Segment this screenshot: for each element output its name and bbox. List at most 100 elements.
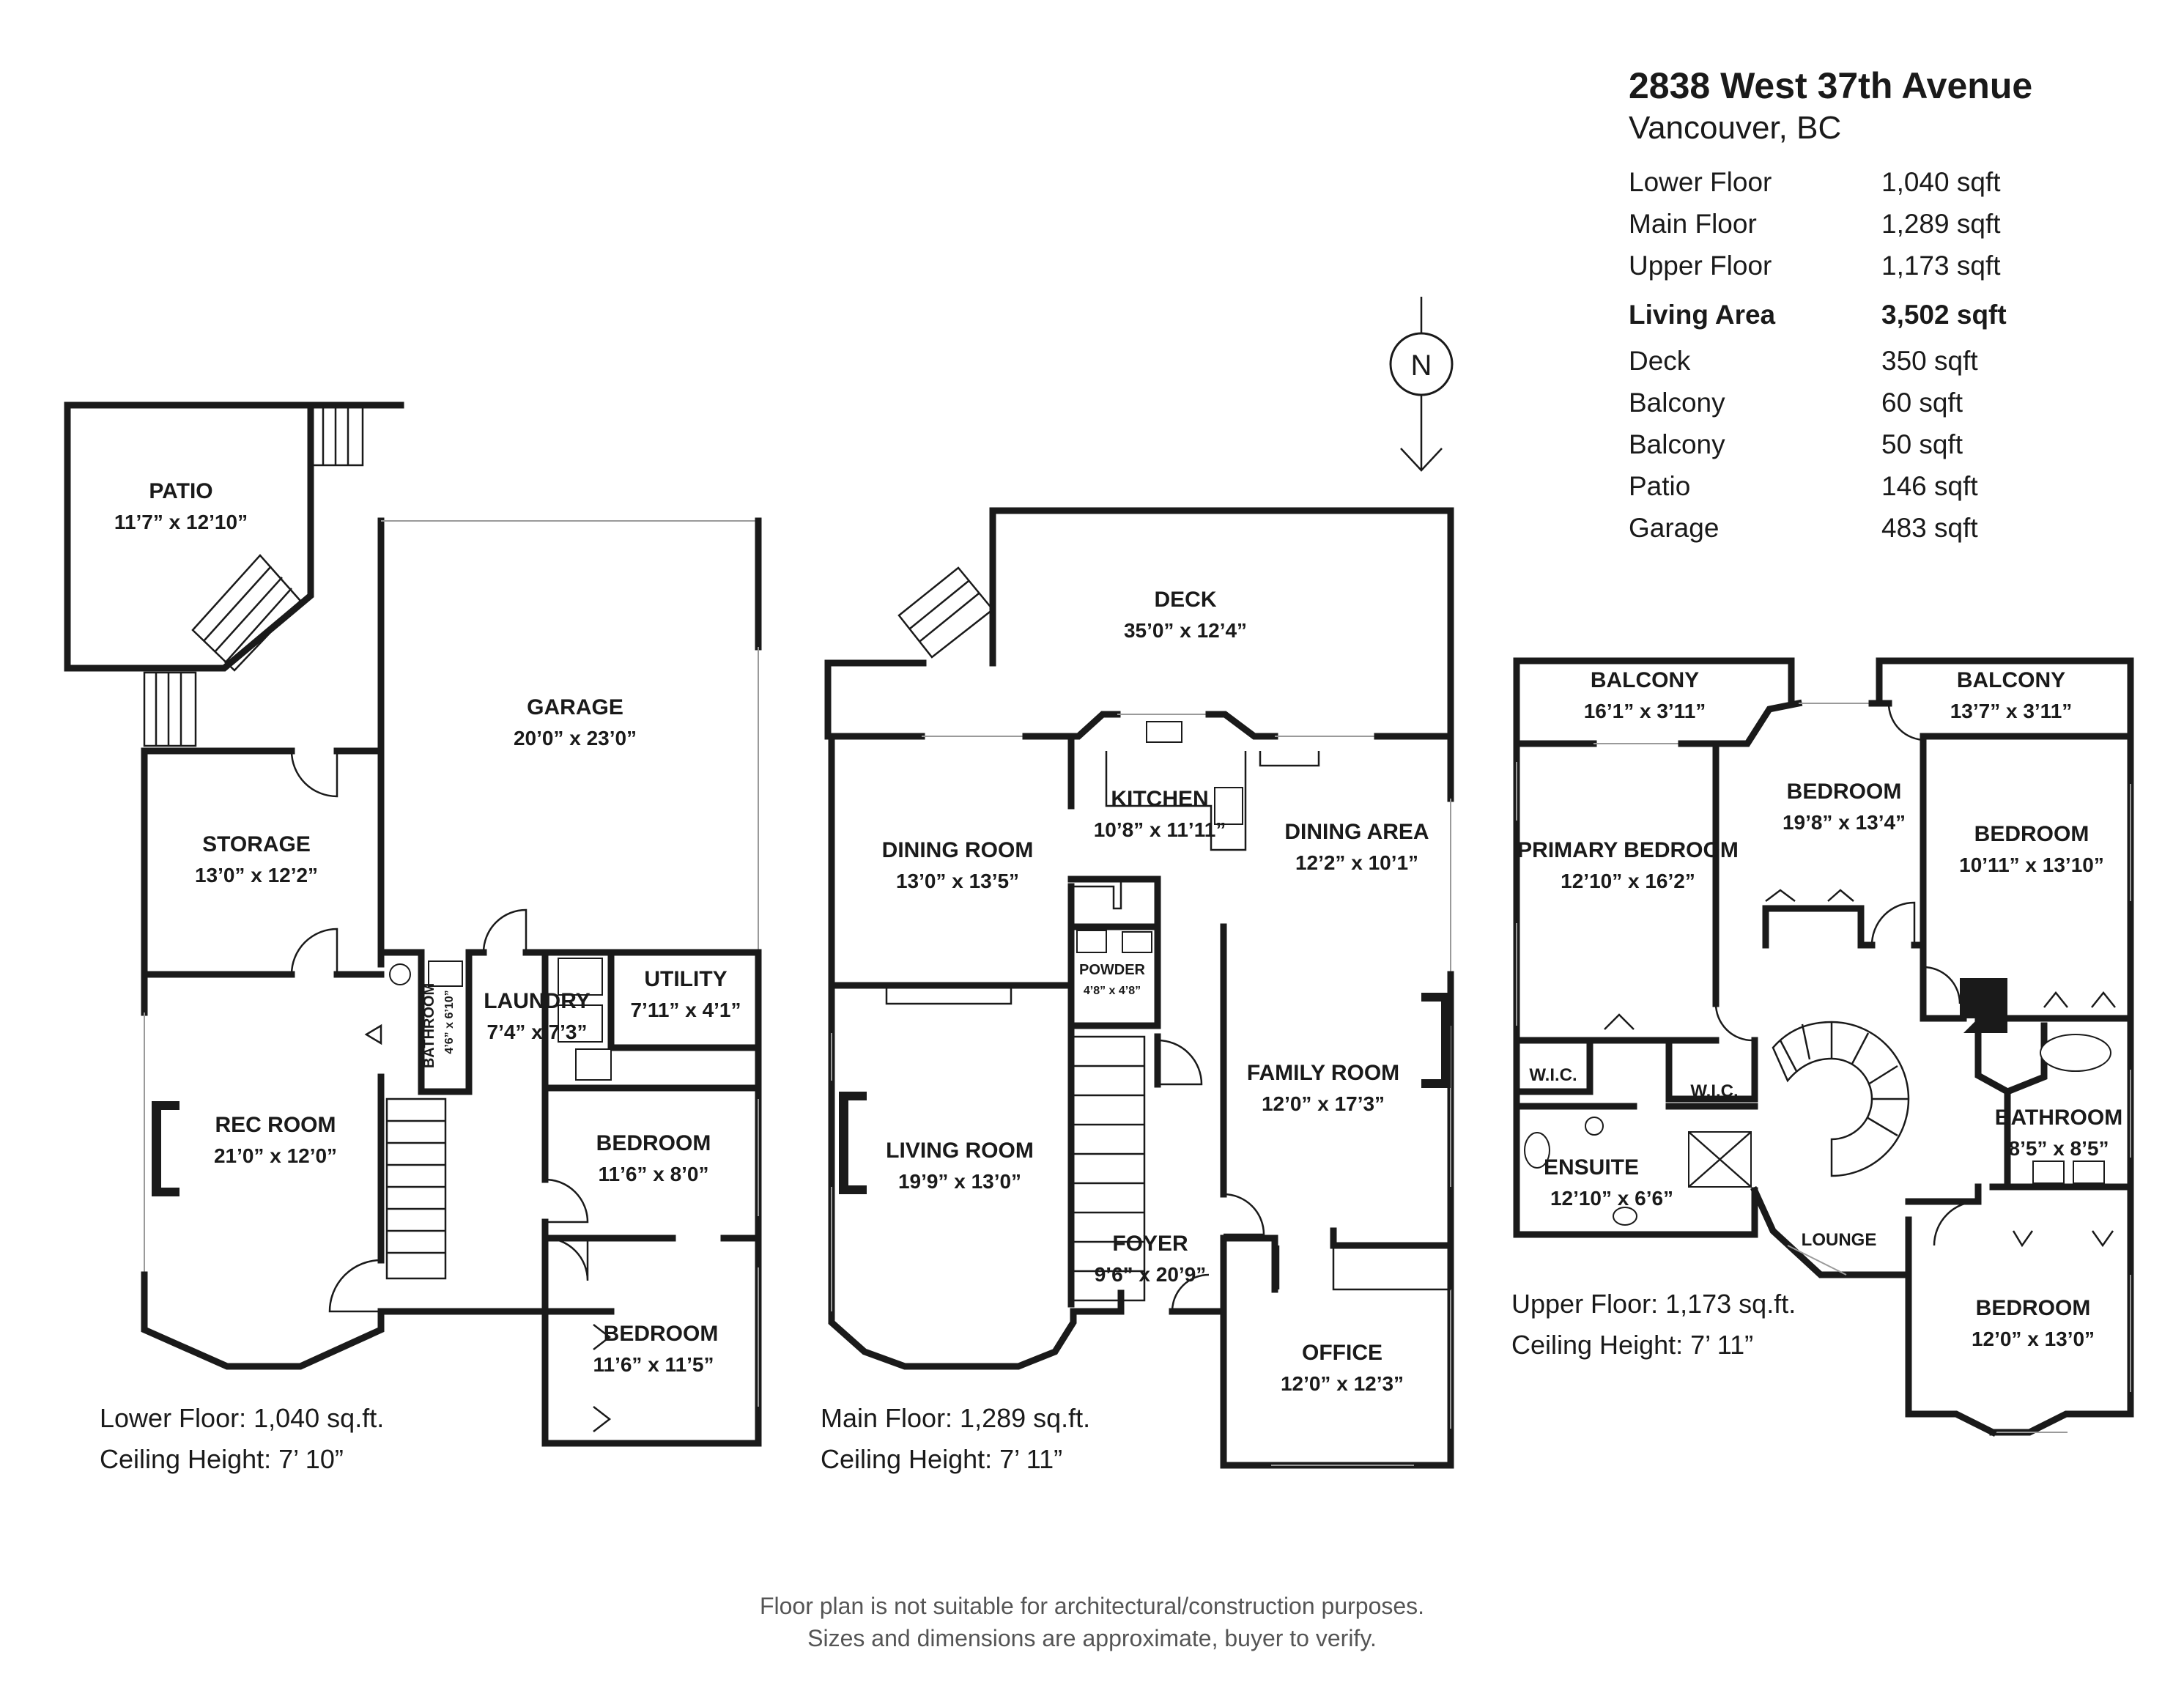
area-row: Balcony 60 sqft xyxy=(1629,382,2007,423)
room-label: DECK xyxy=(1154,588,1216,612)
main-floor-caption: Main Floor: 1,289 sq.ft. Ceiling Height:… xyxy=(821,1398,1090,1480)
room-dimension: 13’0” x 13’5” xyxy=(896,870,1019,892)
area-label: Balcony xyxy=(1629,388,1725,418)
ceiling-height-text: Ceiling Height: 7’ 10” xyxy=(100,1444,344,1474)
room-label: LOUNGE xyxy=(1802,1230,1877,1250)
room-label: ENSUITE xyxy=(1544,1155,1639,1180)
area-value: 483 sqft xyxy=(1881,513,1978,543)
upper-floor-plan xyxy=(1513,657,2134,1437)
area-label: Main Floor xyxy=(1629,209,1757,239)
room-dimension: 20’0” x 23’0” xyxy=(514,727,637,749)
disclaimer-line: Sizes and dimensions are approximate, bu… xyxy=(807,1625,1377,1651)
area-row: Lower Floor 1,040 sqft xyxy=(1629,161,2007,203)
room-dimension: 21’0” x 12’0” xyxy=(214,1144,337,1167)
room-label: KITCHEN xyxy=(1111,787,1208,811)
room-label: FAMILY ROOM xyxy=(1247,1061,1399,1085)
upper-floor-labels: BALCONY 16’1” x 3’11” BALCONY 13’7” x 3’… xyxy=(1517,668,2122,1350)
disclaimer-line: Floor plan is not suitable for architect… xyxy=(759,1593,1425,1619)
main-floor-plan xyxy=(824,507,1454,1469)
room-dimension: 16’1” x 3’11” xyxy=(1584,700,1706,722)
room-label: W.I.C. xyxy=(1690,1081,1738,1101)
room-label: DINING ROOM xyxy=(882,838,1034,862)
room-dimension: 10’11” x 13’10” xyxy=(1959,854,2104,876)
room-label: BEDROOM xyxy=(1976,1296,2091,1320)
room-dimension: 12’2” x 10’1” xyxy=(1295,851,1418,874)
room-dimension: 9’6” x 20’9” xyxy=(1095,1263,1207,1286)
area-row: Upper Floor 1,173 sqft xyxy=(1629,245,2007,286)
room-label: POWDER xyxy=(1079,962,1146,978)
lower-floor-labels: PATIO 11’7” x 12’10” GARAGE 20’0” x 23’0… xyxy=(114,479,741,1376)
room-label: BALCONY xyxy=(1591,668,1699,692)
room-dimension: 10’8” x 11’11” xyxy=(1094,818,1226,841)
lower-floor-caption: Lower Floor: 1,040 sq.ft. Ceiling Height… xyxy=(100,1398,384,1480)
upper-floor-caption: Upper Floor: 1,173 sq.ft. Ceiling Height… xyxy=(1511,1284,1796,1366)
room-label: STORAGE xyxy=(202,832,311,856)
room-dimension: 12’0” x 12’3” xyxy=(1281,1372,1404,1395)
room-dimension: 19’9” x 13’0” xyxy=(898,1170,1021,1193)
room-label: BEDROOM xyxy=(604,1322,719,1346)
area-summary-table: Lower Floor 1,040 sqft Main Floor 1,289 … xyxy=(1629,161,2007,549)
room-dimension: 7’11” x 4’1” xyxy=(630,999,741,1021)
area-label: Deck xyxy=(1629,346,1691,376)
room-dimension: 12’10” x 6’6” xyxy=(1550,1187,1673,1210)
room-label: LIVING ROOM xyxy=(886,1139,1034,1163)
area-row: Patio 146 sqft xyxy=(1629,465,2007,507)
area-value: 1,040 sqft xyxy=(1881,167,2001,197)
living-area-row: Living Area 3,502 sqft xyxy=(1629,294,2007,336)
main-floor-labels: DECK 35’0” x 12’4” KITCHEN 10’8” x 11’11… xyxy=(882,588,1429,1395)
room-label: BATHROOM xyxy=(1995,1106,2122,1130)
room-dimension: 13’7” x 3’11” xyxy=(1950,700,2073,722)
room-dimension: 19’8” x 13’4” xyxy=(1783,811,1906,834)
room-label: LAUNDRY xyxy=(484,989,591,1013)
area-row: Deck 350 sqft xyxy=(1629,340,2007,382)
ceiling-height-text: Ceiling Height: 7’ 11” xyxy=(1511,1330,1754,1360)
room-dimension: 4’8” x 4’8” xyxy=(1084,985,1141,997)
area-label: Lower Floor xyxy=(1629,167,1772,197)
area-value: 1,173 sqft xyxy=(1881,251,2001,281)
room-label: BEDROOM xyxy=(596,1131,711,1155)
floor-area-text: Lower Floor: 1,040 sq.ft. xyxy=(100,1403,385,1433)
room-dimension: 11’6” x 11’5” xyxy=(593,1353,714,1376)
room-label: BEDROOM xyxy=(1787,780,1902,804)
area-value: 60 sqft xyxy=(1881,388,1963,418)
ceiling-height-text: Ceiling Height: 7’ 11” xyxy=(821,1444,1063,1474)
room-dimension: 12’0” x 17’3” xyxy=(1262,1092,1385,1115)
room-label: GARAGE xyxy=(527,695,623,719)
area-label: Patio xyxy=(1629,471,1691,501)
area-label: Living Area xyxy=(1629,300,1776,330)
area-label: Upper Floor xyxy=(1629,251,1772,281)
room-dimension: 12’10” x 16’2” xyxy=(1561,870,1695,892)
room-label: DINING AREA xyxy=(1284,820,1429,844)
lower-floor-plan xyxy=(64,401,762,1447)
area-value: 50 sqft xyxy=(1881,429,1963,459)
area-value: 146 sqft xyxy=(1881,471,1978,501)
area-value: 3,502 sqft xyxy=(1881,300,2007,330)
room-label: PATIO xyxy=(149,479,212,503)
floor-area-text: Main Floor: 1,289 sq.ft. xyxy=(821,1403,1091,1433)
area-row: Balcony 50 sqft xyxy=(1629,423,2007,465)
property-city: Vancouver, BC xyxy=(1629,110,1842,146)
room-dimension: 35’0” x 12’4” xyxy=(1124,619,1247,642)
room-dimension: 12’0” x 13’0” xyxy=(1972,1328,2095,1350)
room-label: BALCONY xyxy=(1957,668,2065,692)
area-label: Balcony xyxy=(1629,429,1725,459)
room-dimension: 13’0” x 12’2” xyxy=(195,864,318,886)
room-label: FOYER xyxy=(1112,1232,1188,1256)
room-label: PRIMARY BEDROOM xyxy=(1517,838,1739,862)
room-label: UTILITY xyxy=(644,967,727,991)
area-value: 350 sqft xyxy=(1881,346,1978,376)
room-label: W.I.C. xyxy=(1529,1065,1577,1085)
room-dimension: 7’4” x 7’3” xyxy=(487,1021,588,1043)
room-label: BEDROOM xyxy=(1974,822,2089,846)
room-label: BATHROOM xyxy=(421,983,437,1068)
room-dimension: 8’5” x 8’5” xyxy=(2009,1137,2109,1160)
area-row: Main Floor 1,289 sqft xyxy=(1629,203,2007,245)
area-label: Garage xyxy=(1629,513,1720,543)
property-address: 2838 West 37th Avenue xyxy=(1629,65,2033,106)
room-label: OFFICE xyxy=(1302,1341,1382,1365)
compass-label: N xyxy=(1411,349,1432,382)
area-value: 1,289 sqft xyxy=(1881,209,2001,239)
area-row: Garage 483 sqft xyxy=(1629,507,2007,549)
north-arrow-icon: N xyxy=(1389,297,1454,472)
